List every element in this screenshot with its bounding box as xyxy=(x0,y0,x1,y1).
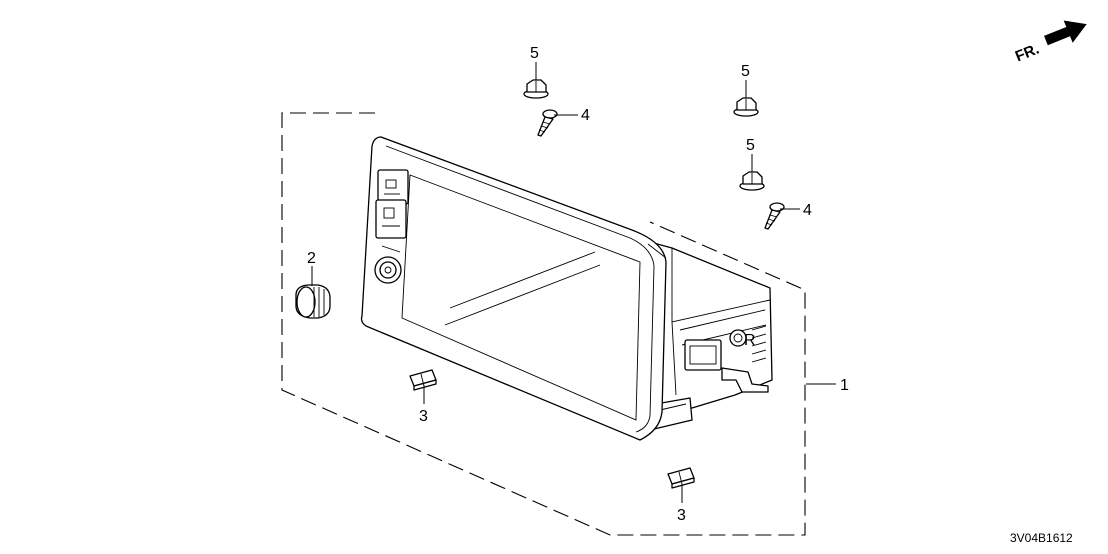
display-unit[interactable]: R xyxy=(360,136,773,441)
clip-left[interactable] xyxy=(409,369,437,391)
nut-upper-right[interactable] xyxy=(733,97,759,117)
callout-3-left: 3 xyxy=(419,408,428,425)
screw-upper[interactable] xyxy=(537,109,558,137)
callout-5-upper-right: 5 xyxy=(741,63,750,80)
callout-5-middle-right: 5 xyxy=(746,137,755,154)
diagram-code: 3V04B1612 xyxy=(1010,531,1073,545)
callout-5-upper-left: 5 xyxy=(530,45,539,62)
back-button xyxy=(375,199,407,239)
nut-middle-right[interactable] xyxy=(739,171,765,191)
knob[interactable] xyxy=(295,284,331,319)
nut-upper-left[interactable] xyxy=(523,79,549,99)
callout-4-upper: 4 xyxy=(581,107,590,124)
rear-marking: R xyxy=(744,332,756,349)
leader-lines xyxy=(311,62,836,503)
front-direction-indicator: FR. xyxy=(1013,20,1087,66)
display-rear-chassis xyxy=(649,241,773,431)
callout-4-lower: 4 xyxy=(803,202,812,219)
assembly-boundary xyxy=(281,112,806,536)
volume-knob-shaft xyxy=(374,245,402,284)
arrow-right-icon xyxy=(1044,20,1087,46)
callout-2: 2 xyxy=(307,250,316,267)
callout-1: 1 xyxy=(840,377,849,394)
callout-3-right: 3 xyxy=(677,507,686,524)
screw-lower[interactable] xyxy=(764,202,785,230)
display-screen xyxy=(401,174,641,421)
front-direction-label: FR. xyxy=(1013,41,1042,66)
clip-right[interactable] xyxy=(667,467,695,489)
home-button xyxy=(377,169,409,205)
display-bezel xyxy=(360,136,667,441)
